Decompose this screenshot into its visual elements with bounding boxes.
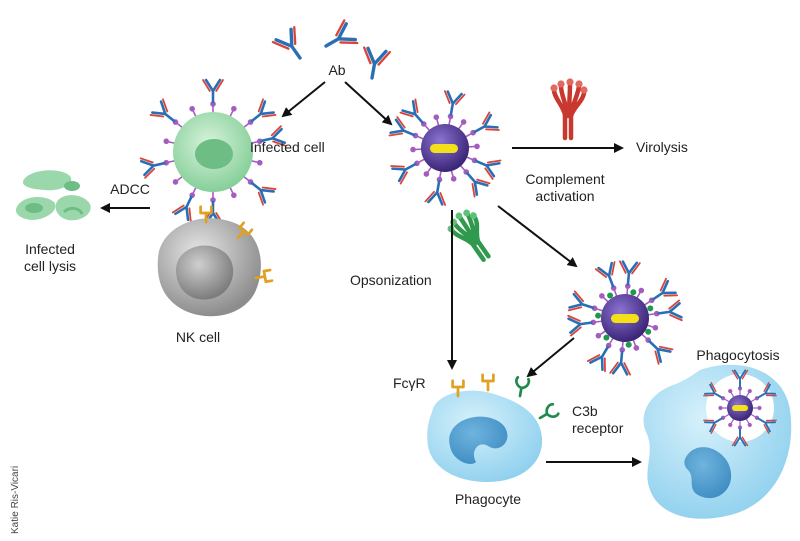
phagocyte (427, 373, 561, 482)
infected-lysis-label-line1: Infected (25, 241, 75, 257)
fcgr-label: FcγR (393, 375, 426, 391)
c3b-label-line1: C3b (572, 403, 598, 419)
virus-with-antibodies (389, 91, 500, 205)
phagocyte-label: Phagocyte (455, 491, 521, 507)
lysed-cell-fragments (15, 170, 91, 221)
nk-cell-label: NK cell (176, 329, 220, 345)
opsonization-label: Opsonization (350, 272, 432, 288)
adcc-label: ADCC (110, 181, 150, 197)
c3b-label-line2: receptor (572, 420, 624, 436)
antibody-label: Ab (328, 62, 345, 78)
complement-green-icon (447, 209, 491, 262)
arrows (100, 81, 642, 467)
infected-cell (141, 80, 286, 224)
arrow-to-complement-virus (497, 205, 578, 268)
complement-label-line1: Complement (525, 171, 604, 187)
phagocytosing-cell (643, 364, 792, 519)
infected-lysis-label-line2: cell lysis (24, 258, 76, 274)
arrow-ab-to-virus (344, 81, 393, 126)
complement-label-line2: activation (535, 188, 594, 204)
nk-cell (157, 205, 274, 317)
phagocytosis-label: Phagocytosis (696, 347, 779, 363)
opsonized-virus (568, 261, 682, 374)
arrow-ab-to-infected-cell (281, 81, 326, 118)
virolysis-label: Virolysis (636, 139, 688, 155)
infected-cell-label: Infected cell (250, 139, 325, 155)
arrow-to-phagocyte (526, 337, 575, 378)
credit-label: Katie Ris-Vicari (10, 466, 21, 534)
complement-red-icon (550, 78, 588, 141)
